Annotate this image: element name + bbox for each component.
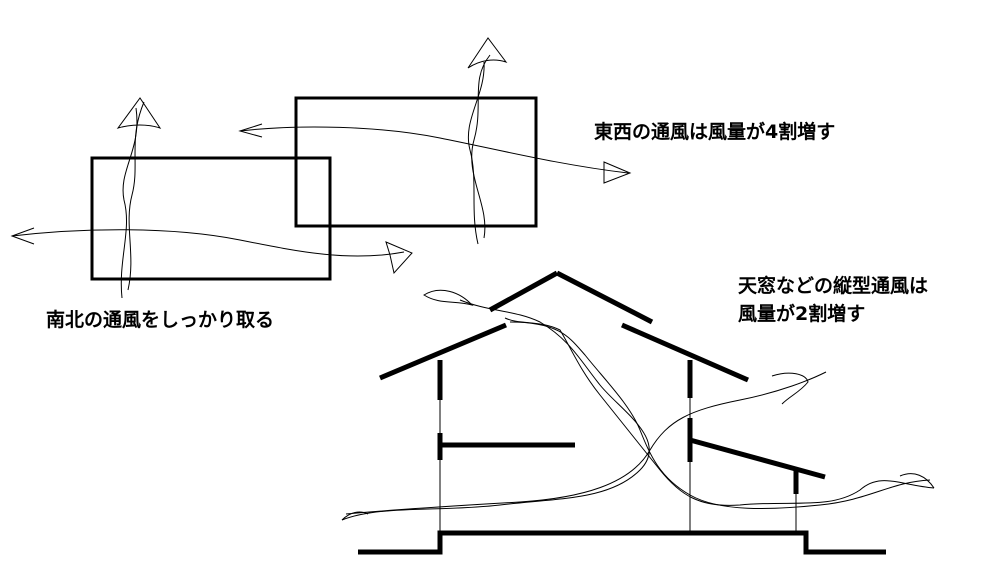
airflow-vertical-1	[341, 299, 650, 521]
airflow-arrow-north-south-left	[120, 107, 138, 299]
label-east-west-ventilation: 東西の通風は風量が4割増す	[594, 121, 836, 143]
arrowhead-right-top	[771, 372, 809, 405]
ground-line	[358, 530, 886, 555]
label-vertical-ventilation-line2: 風量が2割増す	[738, 303, 866, 325]
plan-room-south	[90, 156, 332, 281]
arrowhead-east-west	[603, 161, 632, 184]
lower-roof	[689, 437, 826, 480]
arrowhead-west	[385, 241, 413, 275]
roof-ridge-right	[555, 270, 654, 325]
airflow-vertical-2	[345, 371, 827, 515]
section-airflow	[341, 289, 935, 521]
label-north-south-ventilation: 南北の通風をしっかり取る	[46, 309, 275, 331]
arrowhead-north-south-right	[467, 37, 508, 69]
roof-ridge-left	[488, 270, 559, 313]
roof-right	[620, 322, 750, 383]
plan-view	[90, 96, 538, 281]
airflow-arrow-north-south-left-2	[127, 101, 145, 291]
plan-airflow	[10, 37, 632, 299]
arrowtail-west	[10, 227, 35, 245]
plan-room-east	[294, 96, 538, 228]
airflow-arrow-north-south-right-2	[471, 54, 491, 239]
arrowtail-east-west	[238, 123, 263, 138]
airflow-arrow-north-south-right	[468, 61, 485, 245]
airflow-arrow-east-west	[239, 126, 629, 174]
label-vertical-ventilation-line1: 天窓などの縦型通風は	[738, 275, 929, 297]
airflow-cross-1	[504, 317, 935, 506]
arrowhead-north-south-left	[116, 97, 162, 129]
arrowhead-vertical-top	[423, 289, 474, 306]
section-thin-walls	[439, 398, 797, 533]
airflow-arrow-west	[11, 229, 405, 257]
arrowhead-vertical-left	[341, 511, 369, 521]
airflow-cross-2	[509, 321, 931, 510]
arrowhead-right-bottom	[899, 473, 935, 489]
roof-left	[379, 322, 507, 381]
